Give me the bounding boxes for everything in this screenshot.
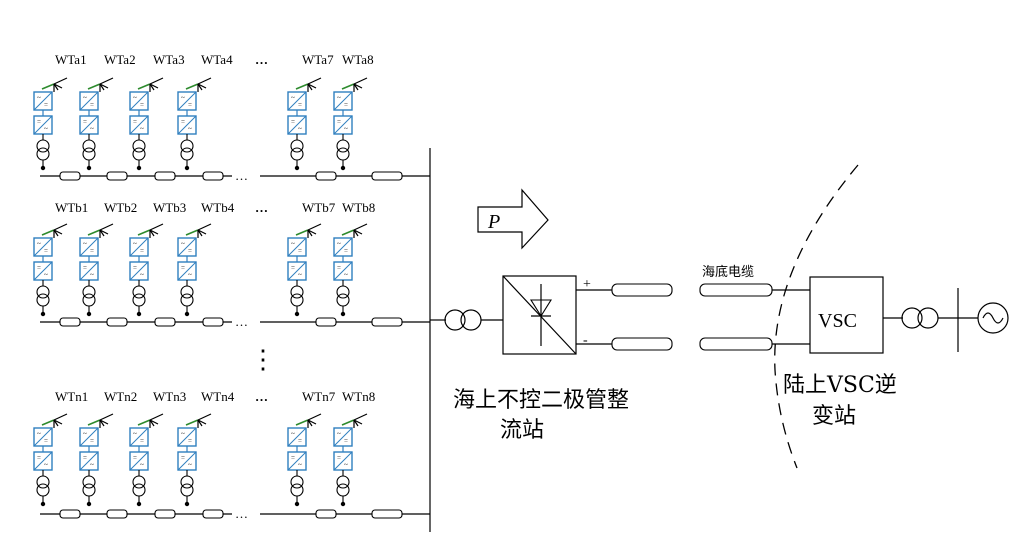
rectifier-title-line1: 海上不控二极管整 — [453, 388, 629, 413]
turbine-row-ellipsis: … — [255, 389, 268, 404]
wind-turbine-unit — [287, 413, 322, 508]
wind-turbine-unit — [287, 77, 322, 172]
feeder-ellipsis: … — [235, 506, 248, 521]
turbine-label: WTb2 — [104, 200, 137, 215]
wind-turbine-unit — [177, 223, 212, 318]
grid-transformer-icon — [901, 307, 939, 329]
turbine-label: WTa4 — [201, 52, 233, 67]
wind-turbine-unit — [177, 413, 212, 508]
cable-segment — [371, 317, 403, 327]
feeder-ellipsis: … — [235, 314, 248, 329]
ac-grid-source-icon — [977, 302, 1009, 334]
subsea-cable-label: 海底电缆 — [702, 264, 754, 280]
dc-cable-negative — [611, 337, 673, 351]
turbine-label: WTa7 — [302, 52, 334, 67]
inverter-title-line2: 变站 — [812, 404, 856, 429]
rectifier-title-line2: 流站 — [500, 418, 544, 443]
plus-pole: + — [583, 277, 591, 292]
wind-turbine-unit — [129, 413, 164, 508]
turbine-row-n: WTn1 WTn2 WTn3 WTn4 WTn7 WTn8 … … — [33, 389, 430, 521]
turbine-label: WTn1 — [55, 389, 88, 404]
cable-segment — [202, 171, 224, 181]
turbine-label: WTn4 — [201, 389, 235, 404]
wind-turbine-unit — [333, 223, 368, 318]
wind-turbine-unit — [177, 77, 212, 172]
feeder-ellipsis: … — [235, 168, 248, 183]
wind-turbine-unit — [333, 413, 368, 508]
coastline-boundary — [774, 164, 859, 469]
cable-segment — [106, 171, 128, 181]
turbine-row-b: WTb1 WTb2 WTb3 WTb4 WTb7 WTb8 … … — [33, 200, 430, 329]
wind-turbine-unit — [33, 413, 68, 508]
cable-segment — [59, 317, 81, 327]
turbine-label: WTb3 — [153, 200, 186, 215]
vsc-converter: VSC — [809, 276, 884, 354]
rows-ellipsis: ⋮ — [250, 345, 276, 374]
turbine-label: WTn3 — [153, 389, 186, 404]
turbine-label: WTn8 — [342, 389, 375, 404]
wind-turbine-unit — [33, 223, 68, 318]
wind-turbine-unit — [79, 223, 114, 318]
cable-segment — [59, 509, 81, 519]
turbine-row-a: WTa1 WTa2 WTa3 WTa4 WTa7 WTa8 … … — [33, 52, 430, 183]
turbine-label: WTa3 — [153, 52, 185, 67]
rectifier-transformer-icon — [444, 309, 482, 331]
power-flow-arrow: P — [477, 188, 549, 250]
turbine-row-ellipsis: … — [255, 200, 268, 215]
cable-segment — [315, 509, 337, 519]
cable-segment — [59, 171, 81, 181]
turbine-label: WTa8 — [342, 52, 374, 67]
wind-turbine-unit — [129, 223, 164, 318]
wind-turbine-unit — [79, 77, 114, 172]
turbine-label: WTn2 — [104, 389, 137, 404]
cable-segment — [106, 317, 128, 327]
turbine-label: WTb7 — [302, 200, 336, 215]
cable-segment — [106, 509, 128, 519]
turbine-label: WTb1 — [55, 200, 88, 215]
inverter-title-line1: 陆上VSC逆 — [783, 373, 897, 398]
turbine-label: WTb8 — [342, 200, 375, 215]
cable-segment — [202, 317, 224, 327]
minus-pole: - — [583, 333, 588, 348]
cable-segment — [154, 171, 176, 181]
cable-segment — [315, 171, 337, 181]
cable-segment — [154, 509, 176, 519]
cable-segment — [315, 317, 337, 327]
wind-turbine-unit — [33, 77, 68, 172]
wind-turbine-unit — [287, 223, 322, 318]
cable-segment — [371, 171, 403, 181]
power-label: P — [487, 211, 500, 233]
cable-segment — [154, 317, 176, 327]
turbine-row-ellipsis: … — [255, 52, 268, 67]
turbine-label: WTb4 — [201, 200, 235, 215]
wind-turbine-unit — [79, 413, 114, 508]
wind-turbine-unit — [129, 77, 164, 172]
turbine-label: WTn7 — [302, 389, 336, 404]
cable-segment — [371, 509, 403, 519]
diode-rectifier-icon — [502, 275, 577, 355]
dc-cable-positive — [611, 283, 673, 297]
turbine-label: WTa1 — [55, 52, 87, 67]
turbine-label: WTa2 — [104, 52, 136, 67]
cable-segment — [202, 509, 224, 519]
wind-turbine-unit — [333, 77, 368, 172]
vsc-label: VSC — [818, 310, 857, 332]
